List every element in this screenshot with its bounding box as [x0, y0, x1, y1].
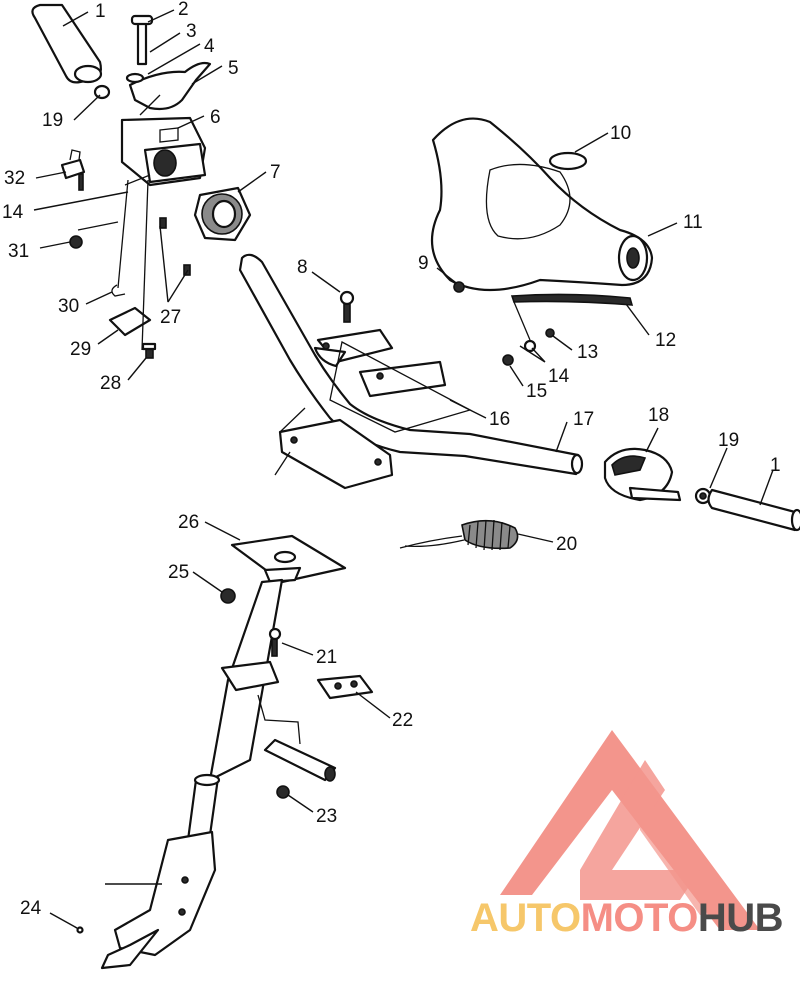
- callout-15: 15: [526, 381, 547, 402]
- callout-32: 32: [4, 168, 25, 189]
- watermark-moto: MOTO: [580, 896, 699, 940]
- nut-25-part: [220, 588, 236, 604]
- callout-9: 9: [418, 253, 429, 274]
- callout-26: 26: [178, 512, 199, 533]
- callout-8: 8: [297, 257, 308, 278]
- callout-14-left: 14: [2, 202, 24, 223]
- callout-1: 1: [95, 1, 106, 22]
- trim-strip-part: [510, 293, 634, 306]
- logo-badge-part: [548, 151, 588, 171]
- callout-17: 17: [573, 409, 594, 430]
- bushing-part: [93, 84, 111, 100]
- steering-post-part: [100, 578, 284, 970]
- callout-25: 25: [168, 562, 189, 583]
- bolt-8-part: [339, 290, 355, 323]
- pin-part: [130, 14, 154, 66]
- leader-lines: [33, 9, 774, 929]
- callout-30: 30: [58, 296, 79, 317]
- switch-block-part: [60, 149, 86, 191]
- watermark-wordmark: AUTOMOTOHUB: [470, 896, 800, 946]
- callout-1-right: 1: [770, 455, 781, 476]
- small-screws-part: [159, 217, 191, 276]
- callout-31: 31: [8, 241, 29, 262]
- steering-plate-part: [230, 534, 347, 584]
- bracket-plate-part: [108, 306, 152, 337]
- callout-19: 19: [42, 110, 63, 131]
- callout-10: 10: [610, 123, 631, 144]
- clip-part: [111, 284, 126, 297]
- throttle-lever-part: [125, 61, 212, 111]
- callout-6: 6: [210, 107, 221, 128]
- screw-part: [141, 342, 157, 359]
- callout-5: 5: [228, 58, 239, 79]
- callout-12: 12: [655, 330, 676, 351]
- callout-16: 16: [489, 409, 510, 430]
- right-grip-part: [707, 488, 800, 532]
- callout-18: 18: [648, 405, 669, 426]
- callout-24: 24: [20, 898, 42, 919]
- callout-28: 28: [100, 373, 121, 394]
- nut-23-part: [276, 785, 290, 799]
- nut-9-part: [453, 281, 465, 293]
- nut-part: [69, 235, 83, 249]
- callout-2: 2: [178, 0, 189, 20]
- callout-7: 7: [270, 162, 281, 183]
- upper-clamp-part: [313, 328, 447, 398]
- pad-outline-part: [329, 341, 472, 433]
- reflector-ring-part: [193, 186, 252, 242]
- callout-13: 13: [577, 342, 598, 363]
- fastener-set-part: [502, 328, 555, 366]
- watermark-auto: AUTO: [470, 896, 581, 940]
- handlebar-pad-part: [430, 117, 654, 292]
- handlebar-part: [238, 253, 584, 476]
- callout-21: 21: [316, 647, 337, 668]
- heater-element-part: [399, 519, 519, 551]
- callout-20: 20: [556, 534, 577, 555]
- throttle-housing-part: [120, 94, 207, 187]
- callout-3: 3: [186, 21, 197, 42]
- callout-29: 29: [70, 339, 91, 360]
- callout-27: 27: [160, 307, 181, 328]
- clamp-bar-22-part: [316, 674, 374, 700]
- callout-4: 4: [204, 36, 215, 57]
- lower-clamp-part: [274, 407, 394, 490]
- right-bushing-part: [694, 487, 712, 505]
- watermark-logo-icon: [500, 730, 760, 930]
- brake-switch-part: [603, 447, 682, 502]
- callout-22: 22: [392, 710, 413, 731]
- callout-14-right: 14: [548, 366, 570, 387]
- callout-11: 11: [683, 212, 703, 233]
- callout-19-right: 19: [718, 430, 739, 451]
- callout-labels: 1 2 3 4 5 19 6 32 14 7 31 30 27 29 28 8 …: [2, 0, 781, 919]
- sleeve-part: [263, 738, 337, 782]
- watermark-hub: HUB: [697, 896, 784, 940]
- callout-23: 23: [316, 806, 337, 827]
- left-grip-part: [31, 3, 103, 84]
- bolt-21-part: [268, 627, 282, 657]
